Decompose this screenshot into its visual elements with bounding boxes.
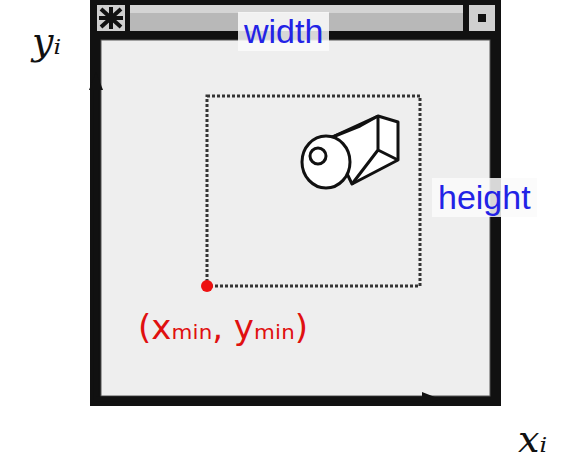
axis-label: yᵢ: [26, 20, 67, 64]
client-area: [101, 40, 490, 396]
client-border: [101, 40, 490, 396]
x-axis: [96, 397, 424, 402]
window-button: [469, 5, 495, 31]
camera-icon: [302, 116, 398, 188]
corner-point: [201, 280, 213, 292]
y-axis-arrowhead: [89, 72, 103, 90]
y-axis: [94, 86, 99, 400]
close-icon: [99, 7, 123, 29]
camera-top: [330, 116, 378, 138]
window-button-dot: [478, 14, 486, 22]
axis-label: xᵢ: [512, 418, 553, 462]
x-axis-arrowhead: [422, 392, 440, 406]
dimension-label: height: [432, 178, 537, 217]
viewport-rect: [207, 96, 420, 286]
camera-lens: [302, 136, 350, 188]
camera-lens-center: [310, 148, 326, 164]
coordinate-label: (xₘᵢₙ, yₘᵢₙ): [132, 308, 314, 347]
dimension-label: width: [238, 12, 329, 51]
close-button: [97, 5, 125, 31]
